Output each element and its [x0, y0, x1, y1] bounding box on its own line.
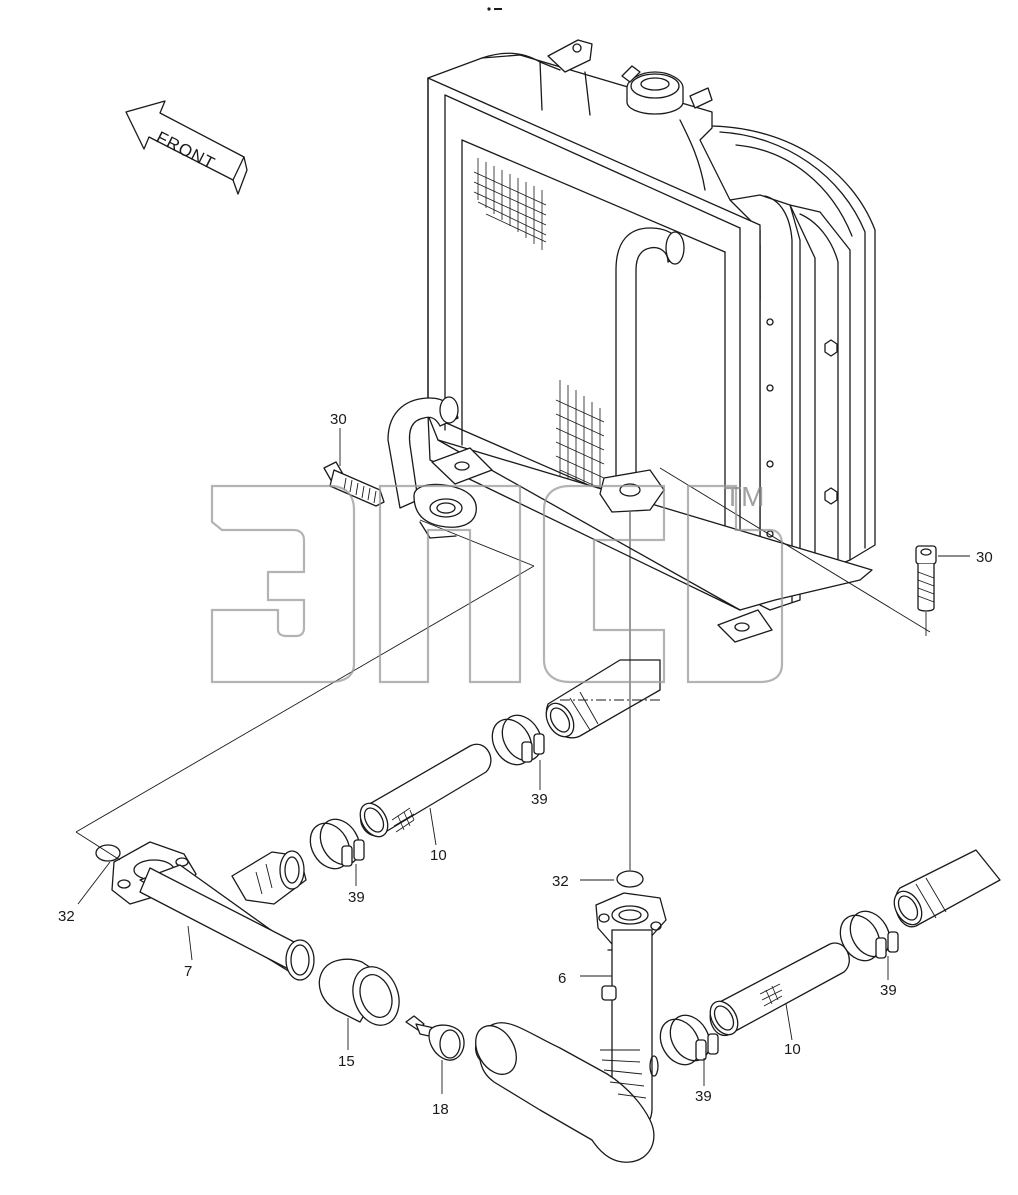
watermark: TM: [210, 481, 784, 684]
callout-clamp-upper-right: 39: [531, 791, 548, 808]
lower-hose-outlet: [387, 396, 477, 539]
bolt-left: [323, 428, 385, 507]
callout-o-ring-left: 32: [58, 908, 75, 925]
hose-clamp-upper-right: [491, 714, 545, 790]
bolt-right: [915, 545, 970, 612]
elbow-pipe: [475, 892, 667, 1163]
nut-icon: [824, 339, 838, 505]
callout-clamp-lower-left: 39: [695, 1088, 712, 1105]
callout-clamp-upper-left: 39: [348, 889, 365, 906]
radiator-core-mesh: [473, 158, 605, 505]
callout-hose-upper: 10: [430, 847, 447, 864]
callout-sleeve: 15: [338, 1053, 355, 1070]
lift-eye: [547, 39, 593, 73]
hose-lower: [709, 942, 850, 1041]
hose-clamp-upper-left: [309, 818, 365, 886]
callout-bolt-left: 30: [330, 411, 347, 428]
hose-upper: [359, 743, 492, 846]
radiator-cap-icon: [621, 65, 713, 115]
callout-bolt-right: 30: [976, 549, 993, 566]
header-mark: [487, 7, 502, 11]
callout-pipe-tee: 7: [184, 963, 192, 980]
hose-clamp-lower-right: [839, 910, 899, 980]
callout-hose-lower: 10: [784, 1041, 801, 1058]
radiator-hose-upper: [545, 659, 661, 739]
sleeve: [318, 958, 400, 1050]
mounting-foot-right: [717, 609, 773, 643]
callout-labels: 30 30 32 32 7 6 10 10 39 39 39 39 15 18: [58, 411, 993, 1118]
callout-o-ring-right: 32: [552, 873, 569, 890]
callout-elbow-pipe: 6: [558, 970, 566, 987]
o-ring-left: [95, 844, 121, 862]
upper-hose-outlet: [599, 227, 685, 513]
front-direction-arrow: FRONT: [125, 100, 248, 195]
watermark-tm: TM: [724, 481, 764, 512]
assembly-lines: [75, 467, 931, 905]
o-ring-right: [616, 870, 644, 888]
temperature-sensor-icon: [405, 1015, 465, 1094]
hose-clamp-lower-left: [659, 1014, 719, 1086]
callout-clamp-lower-right: 39: [880, 982, 897, 999]
mounting-foot-left: [431, 447, 493, 485]
callout-sensor: 18: [432, 1101, 449, 1118]
pipe-tee: [111, 841, 315, 981]
radiator-hose-lower: [893, 849, 1001, 928]
radiator-assembly: [387, 39, 876, 643]
